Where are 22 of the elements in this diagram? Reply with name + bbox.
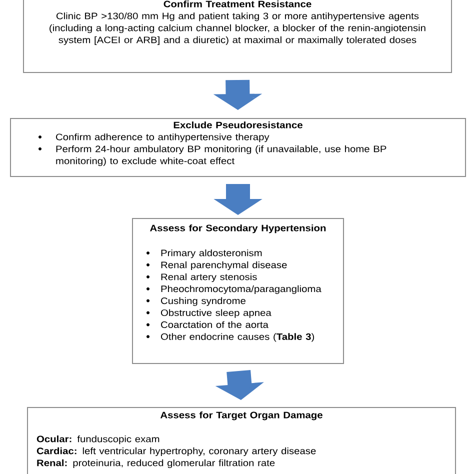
process-box: [10, 118, 466, 177]
bullet-item: Primary aldosteronism: [161, 249, 262, 258]
bullet-item: Cushing syndrome: [161, 297, 246, 306]
list-item: Renal: proteinuria, reduced glomerular filtration rate: [37, 459, 275, 468]
bullet-item: Other endocrine causes (Table 3): [161, 333, 314, 342]
list-item: Cardiac: left ventricular hypertrophy, coronary artery disease: [36, 447, 316, 456]
box-heading: Exclude Pseudoresistance: [174, 122, 302, 128]
bullet-item: Renal parenchymal disease: [161, 261, 287, 270]
bullet-item: Coarctation of the aorta: [161, 321, 268, 328]
criteria-text: Clinic BP >130/80 mm Hg and patient taking 3 or more antihypertensive agents (including a long-acting calcium channel blocker, a blocker of the renin-angiotensin system [ACEI or ARB] and a diuretic) at maximal or maximally tolerated doses: [50, 12, 426, 45]
bullet-item: Renal artery stenosis: [161, 273, 257, 282]
box-heading: Confirm Treatment Resistance: [164, 0, 312, 8]
box-heading: Assess for Target Organ Damage: [160, 412, 322, 420]
bullet-item: Pheochromocytoma/paraganglioma: [161, 285, 322, 294]
bullet-item: Confirm adherence to antihypertensive therapy: [56, 133, 270, 142]
box-heading: Assess for Secondary Hypertension: [150, 224, 326, 234]
list-item: Ocular: funduscopic exam: [36, 435, 160, 444]
bullet-item: Obstructive sleep apnea: [161, 309, 272, 318]
process-box: [23, 0, 452, 73]
process-box: [132, 218, 344, 364]
process-box: [27, 407, 456, 474]
bullet-item: Perform 24-hour ambulatory BP monitoring (if unavailable, use home BP monitoring) to exclude white-coat effect: [56, 145, 386, 166]
